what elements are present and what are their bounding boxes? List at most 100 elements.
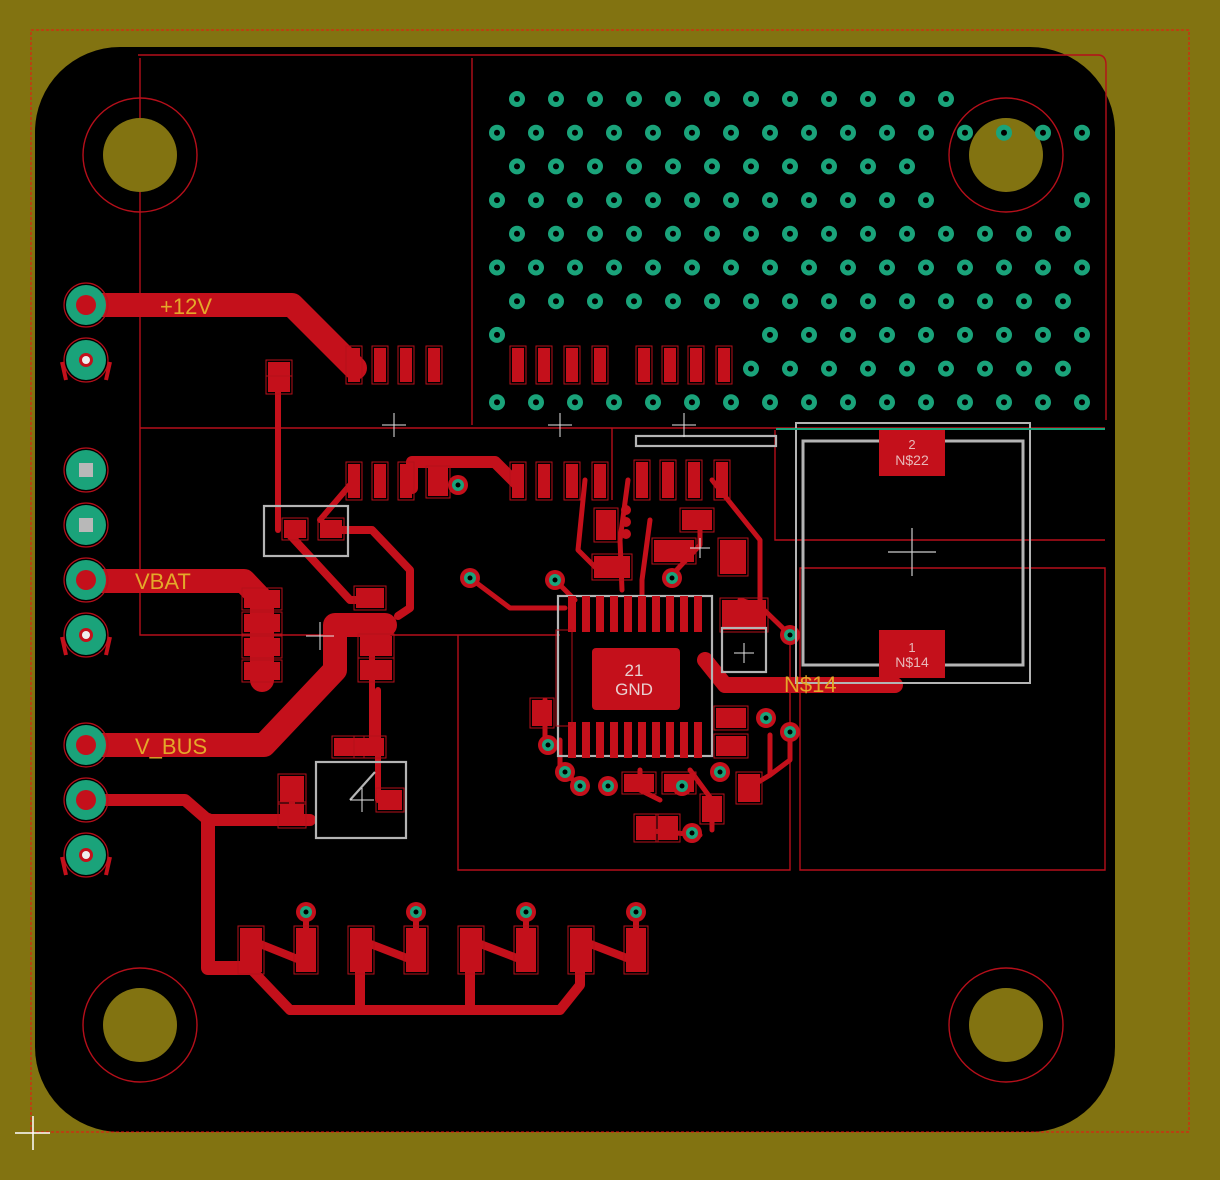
capacitor-pad[interactable] [713,733,749,759]
header-pad[interactable] [685,459,703,501]
origin-crosses [306,413,754,812]
header-pad[interactable] [371,461,389,501]
header-pad[interactable] [345,461,363,501]
signal-via [545,570,565,590]
via [606,394,622,411]
header-pad[interactable] [563,461,581,501]
connector-pin[interactable] [60,612,112,658]
via [762,259,778,276]
via [528,124,544,141]
led-pad[interactable] [457,925,485,975]
via [821,360,837,377]
header-pad[interactable] [397,345,415,385]
resistor-pad[interactable] [699,793,725,825]
capacitor-pad[interactable] [719,597,769,633]
resistor-pad[interactable] [265,375,293,395]
capacitor-pad[interactable] [357,657,395,683]
header-pad[interactable] [591,461,609,501]
resistor-pad[interactable] [633,813,659,843]
transistor-pad[interactable] [317,517,345,541]
connector-pin[interactable] [63,722,109,768]
via [957,259,973,276]
resistor-pad[interactable] [241,611,283,635]
resistor-pad[interactable] [241,659,283,683]
origin-cross-icon [672,413,696,437]
capacitor-pad[interactable] [679,507,715,533]
connector-pin[interactable] [63,502,109,548]
via [762,124,778,141]
header-pad[interactable] [659,459,677,501]
inductor-top-pad-net: N$22 [895,452,929,468]
capacitor-pad[interactable] [277,801,307,829]
resistor-pad[interactable] [241,587,283,611]
via [879,124,895,141]
resistor-pad[interactable] [735,771,763,805]
resistor-pad[interactable] [621,771,657,795]
capacitor-pad[interactable] [357,633,395,659]
resistor-pad[interactable] [513,925,539,975]
ic-exposed-pad[interactable] [592,648,680,710]
capacitor-pad[interactable] [353,585,387,611]
resistor-pad[interactable] [623,925,649,975]
resistor-pad[interactable] [293,925,319,975]
connector-pin[interactable] [63,557,109,603]
capacitor-pad[interactable] [277,773,307,805]
header-pad[interactable] [591,345,609,385]
resistor-pad[interactable] [403,925,429,975]
transistor-pad[interactable] [281,517,309,541]
via [1035,326,1051,343]
header-pad[interactable] [715,345,733,385]
capacitor-pad[interactable] [717,537,749,577]
connector-pin[interactable] [63,447,109,493]
mounting-hole-icon[interactable] [103,118,177,192]
transistor-pad[interactable] [375,787,405,813]
led-pad[interactable] [347,925,375,975]
header-pad[interactable] [425,465,451,499]
capacitor-pad[interactable] [591,553,633,581]
edge-connector[interactable] [60,282,112,878]
capacitor-pad[interactable] [713,705,749,731]
mounting-hole-icon[interactable] [969,118,1043,192]
ic-qfn[interactable]: 21 GND [555,594,714,758]
via [938,293,954,310]
header-pad[interactable] [535,461,553,501]
signal-via [516,902,536,922]
via [509,158,525,175]
header-pad[interactable] [687,345,705,385]
header-pad[interactable] [633,459,651,501]
via [1074,192,1090,209]
mounting-hole-icon[interactable] [969,988,1043,1062]
header-pad[interactable] [509,345,527,385]
capacitor-pad[interactable] [529,697,555,729]
via [645,259,661,276]
header-pad[interactable] [563,345,581,385]
header-pad[interactable] [635,345,653,385]
header-pad[interactable] [535,345,553,385]
header-pad[interactable] [509,461,527,501]
inductor-pad-top[interactable] [879,428,945,476]
capacitor-pad[interactable] [353,735,387,759]
connector-pin[interactable] [63,777,109,823]
capacitor-pad[interactable] [593,507,619,543]
header-pad[interactable] [345,345,363,385]
resistor-pad[interactable] [655,813,681,843]
connector-pin[interactable] [60,337,112,383]
header-pad[interactable] [713,459,731,501]
header-pad[interactable] [661,345,679,385]
mounting-hole-icon[interactable] [103,988,177,1062]
capacitor-pad[interactable] [651,537,697,565]
via [918,259,934,276]
header-pad[interactable] [371,345,389,385]
connector-pin[interactable] [63,282,109,328]
connector-pin[interactable] [60,832,112,878]
resistor-pad[interactable] [241,635,283,659]
led-pad[interactable] [567,925,595,975]
via [1016,360,1032,377]
via [879,394,895,411]
inductor-pad-bottom[interactable] [879,630,945,678]
inductor-footprint[interactable]: 2 N$22 1 N$14 [795,422,1031,684]
led-pad[interactable] [237,925,265,975]
header-pad[interactable] [425,345,443,385]
header-pad[interactable] [397,461,415,501]
